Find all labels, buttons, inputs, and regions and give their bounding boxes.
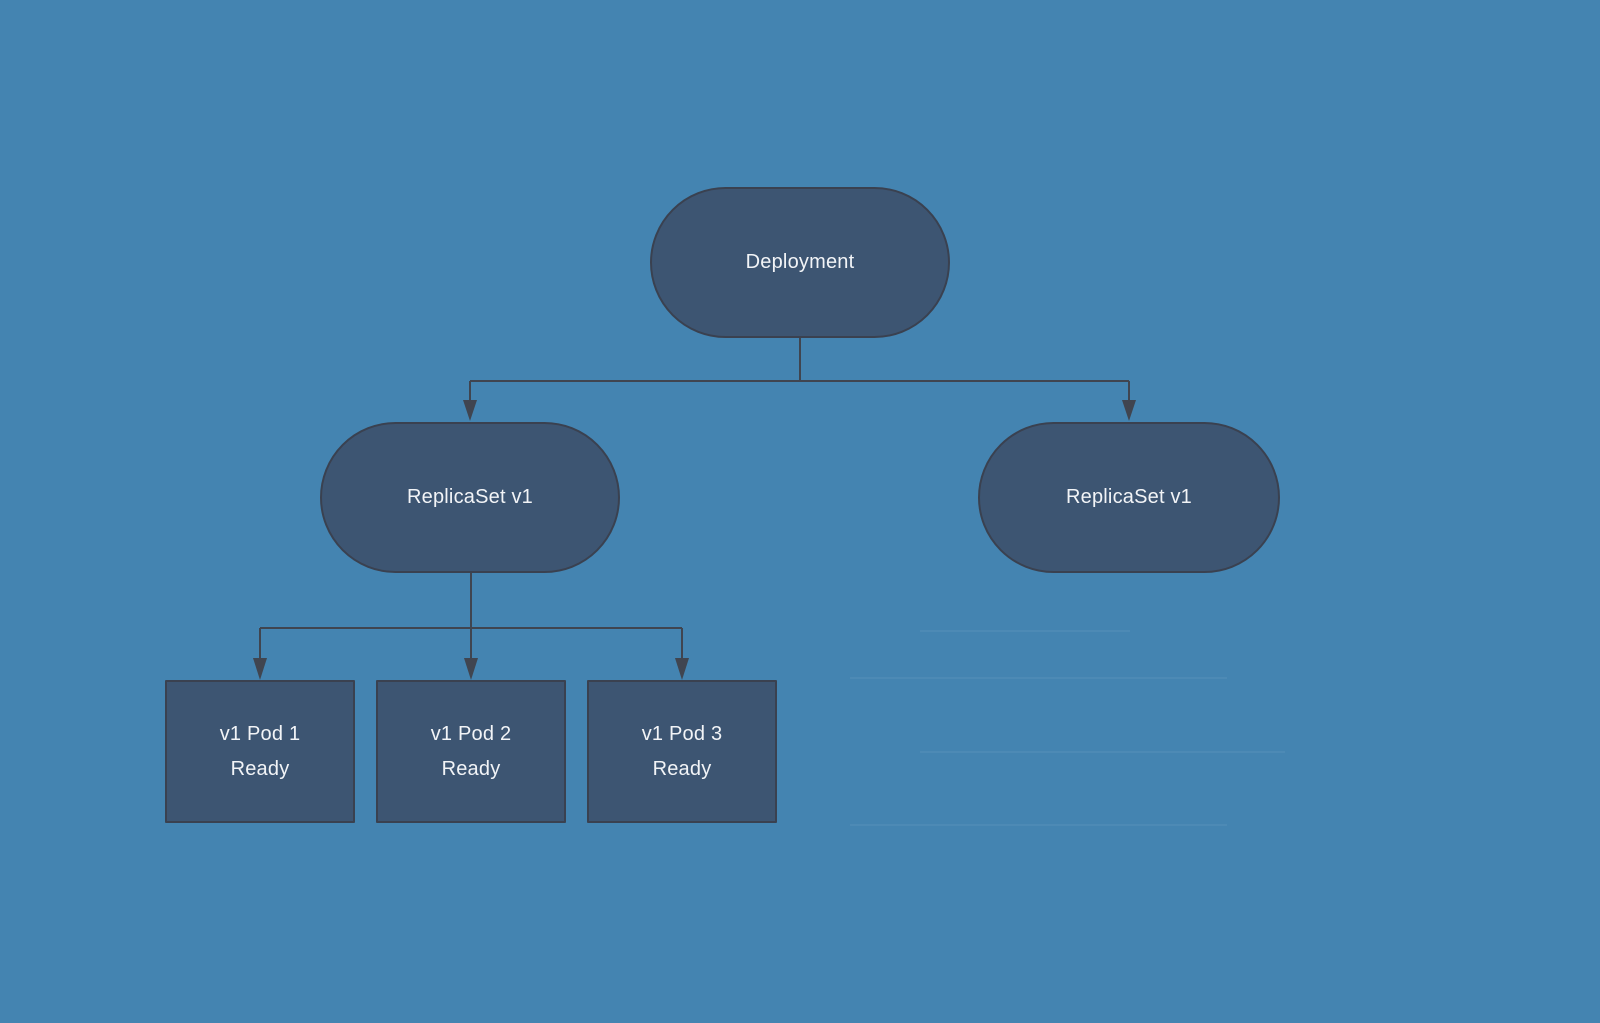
node-pod-2[interactable]: v1 Pod 2 Ready [376, 680, 566, 823]
node-replicaset-left-label: ReplicaSet v1 [407, 486, 533, 508]
node-pod-3[interactable]: v1 Pod 3 Ready [587, 680, 777, 823]
node-replicaset-left[interactable]: ReplicaSet v1 [320, 422, 620, 573]
arrowhead-rs-right [1122, 400, 1136, 421]
node-pod-1[interactable]: v1 Pod 1 Ready [165, 680, 355, 823]
ghost-artifact-line [850, 824, 1227, 826]
pod-2-status: Ready [441, 757, 501, 780]
node-replicaset-right-label: ReplicaSet v1 [1066, 486, 1192, 508]
pod-1-label: v1 Pod 1 [219, 722, 301, 745]
ghost-artifact-line [850, 677, 1227, 679]
arrowhead-rs-left [463, 400, 477, 421]
pod-3-status: Ready [652, 757, 712, 780]
node-replicaset-right[interactable]: ReplicaSet v1 [978, 422, 1280, 573]
pod-1-status: Ready [230, 757, 290, 780]
arrowhead-pod3 [675, 658, 689, 680]
pod-2-label: v1 Pod 2 [430, 722, 512, 745]
ghost-artifact-line [920, 751, 1285, 753]
pod-3-label: v1 Pod 3 [641, 722, 723, 745]
node-deployment-label: Deployment [745, 251, 855, 273]
arrowhead-pod2 [464, 658, 478, 680]
ghost-artifact-line [920, 630, 1130, 632]
arrowhead-pod1 [253, 658, 267, 680]
node-deployment[interactable]: Deployment [650, 187, 950, 338]
